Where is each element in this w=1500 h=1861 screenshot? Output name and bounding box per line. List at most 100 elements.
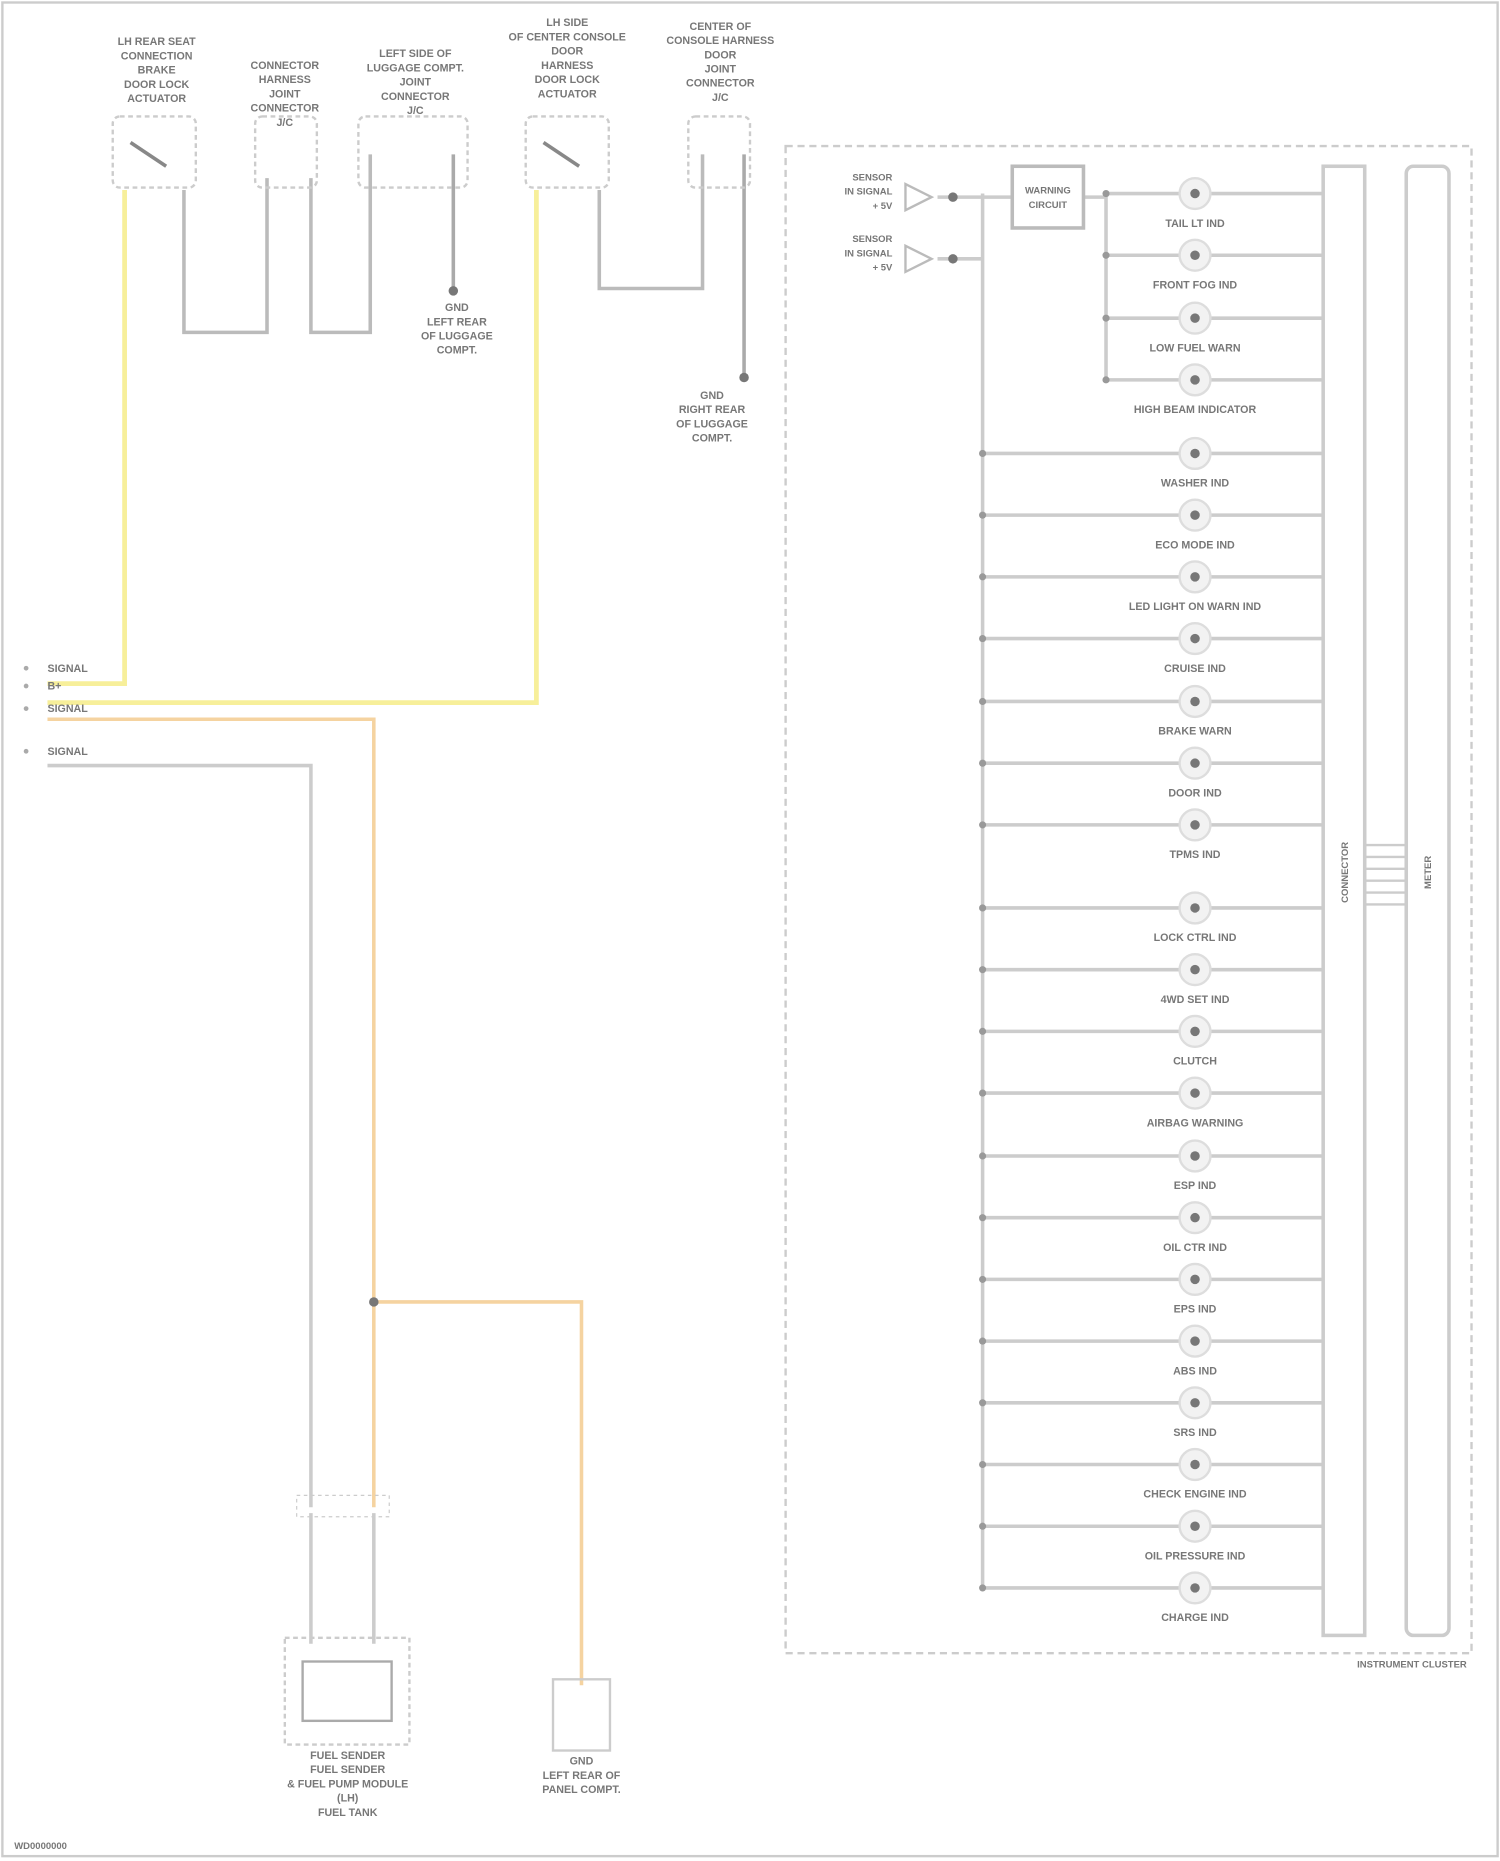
component-label: OF CENTER CONSOLE (509, 31, 626, 43)
warning-circuit-label: WARNING (1025, 186, 1071, 197)
junction-dot (979, 512, 986, 519)
ground-label: PANEL COMPT. (542, 1784, 620, 1796)
component-label: DOOR LOCK (535, 74, 601, 86)
lamp-filament-icon (1190, 313, 1199, 322)
junction-dot (1102, 252, 1109, 259)
component-label: DOOR (551, 46, 583, 58)
component-label: LH SIDE (546, 17, 588, 29)
signal-label: B+ (47, 681, 61, 693)
lamp-filament-icon (1190, 820, 1199, 829)
component-label: CONNECTOR (251, 60, 320, 72)
lamp-filament-icon (1190, 1275, 1199, 1284)
fuel-sender-label: (LH) (337, 1793, 359, 1805)
ground-label: GND (570, 1756, 594, 1768)
joint-connector (688, 116, 750, 187)
junction-dot (979, 573, 986, 580)
lamp-filament-icon (1190, 251, 1199, 260)
junction-dot (979, 635, 986, 642)
wire-orange-1 (47, 719, 373, 1507)
junction-dot (948, 192, 957, 201)
fuel-sender-label: FUEL TANK (318, 1807, 378, 1819)
indicator-label: ABS IND (1173, 1365, 1217, 1377)
footer-note: WD0000000 (14, 1841, 67, 1852)
wire-orange-2 (374, 1302, 582, 1685)
indicator-label: AIRBAG WARNING (1147, 1117, 1244, 1129)
cluster-footer-label: INSTRUMENT CLUSTER (1357, 1659, 1467, 1670)
lamp-filament-icon (1190, 1583, 1199, 1592)
indicator-label: LOW FUEL WARN (1149, 342, 1240, 354)
junction-dot (979, 1276, 986, 1283)
indicator-label: OIL PRESSURE IND (1145, 1550, 1246, 1562)
component-label: BRAKE (138, 65, 176, 77)
component-label: J/C (712, 92, 729, 104)
fuel-sender-label: FUEL SENDER (310, 1750, 385, 1762)
junction-dot (948, 254, 957, 263)
indicator-label: LOCK CTRL IND (1154, 932, 1237, 944)
lamp-filament-icon (1190, 572, 1199, 581)
component-label: CONNECTOR (686, 78, 755, 90)
junction-dot (1102, 315, 1109, 322)
wire-loop-3 (599, 154, 702, 288)
component-label: HARNESS (259, 74, 311, 86)
component-label: CONNECTOR (381, 91, 450, 103)
ground-label: GND (700, 390, 724, 402)
door-lock-actuator (113, 116, 196, 187)
indicator-label: CHARGE IND (1161, 1612, 1229, 1624)
component-label: CONNECTION (121, 50, 193, 62)
wire-loop-1 (184, 178, 267, 332)
warning-circuit-box (1012, 166, 1083, 228)
meter-bar (1406, 166, 1449, 1635)
terminal-dot (24, 706, 29, 711)
meter-bar-label: METER (1423, 856, 1434, 889)
wire-loop-2 (311, 154, 370, 332)
junction-dot (979, 1090, 986, 1097)
indicator-label: 4WD SET IND (1161, 994, 1230, 1006)
component-label: CENTER OF (689, 21, 751, 33)
indicator-label: FRONT FOG IND (1153, 279, 1237, 291)
indicator-label: BRAKE WARN (1158, 726, 1232, 738)
fuel-sender-label: FUEL SENDER (310, 1764, 385, 1776)
junction-dot (979, 904, 986, 911)
junction-dot (979, 1152, 986, 1159)
lamp-filament-icon (1190, 449, 1199, 458)
indicator-label: CLUTCH (1173, 1056, 1217, 1068)
ground-label: RIGHT REAR (679, 404, 746, 416)
junction-dot (979, 698, 986, 705)
component-label: JOINT (705, 64, 737, 76)
wire-yellow-1 (47, 190, 124, 684)
ground-label: COMPT. (437, 345, 477, 357)
component-label: DOOR LOCK (124, 79, 190, 91)
lamp-filament-icon (1190, 697, 1199, 706)
signal-label: SIGNAL (47, 703, 88, 715)
indicator-label: WASHER IND (1161, 478, 1229, 490)
component-label: JOINT (269, 88, 301, 100)
bottom-ground-component (553, 1679, 610, 1750)
ground-label: OF LUGGAGE (676, 418, 748, 430)
lamp-filament-icon (1190, 1027, 1199, 1036)
indicator-label: LED LIGHT ON WARN IND (1129, 601, 1261, 613)
component-label: HARNESS (541, 60, 593, 72)
terminal-dot (24, 749, 29, 754)
lamp-filament-icon (1190, 1521, 1199, 1530)
junction-dot (979, 966, 986, 973)
lamp-filament-icon (1190, 1398, 1199, 1407)
switch-contact-icon (544, 143, 580, 167)
sensor-input-label: IN SIGNAL (844, 187, 892, 198)
indicator-label: SRS IND (1173, 1427, 1217, 1439)
signal-label: SIGNAL (47, 663, 88, 675)
wire-yellow-2 (47, 190, 536, 703)
junction-dot (1102, 376, 1109, 383)
junction-dot (1102, 190, 1109, 197)
indicator-label: ESP IND (1174, 1180, 1217, 1192)
amplifier-icon (905, 184, 931, 210)
ground-label: LEFT REAR (427, 316, 487, 328)
ground-label: OF LUGGAGE (421, 331, 493, 343)
junction-dot (979, 821, 986, 828)
lamp-filament-icon (1190, 1213, 1199, 1222)
component-label: ACTUATOR (538, 88, 597, 100)
switch-contact-icon (131, 143, 167, 167)
junction-dot (979, 1028, 986, 1035)
lamp-filament-icon (1190, 1460, 1199, 1469)
